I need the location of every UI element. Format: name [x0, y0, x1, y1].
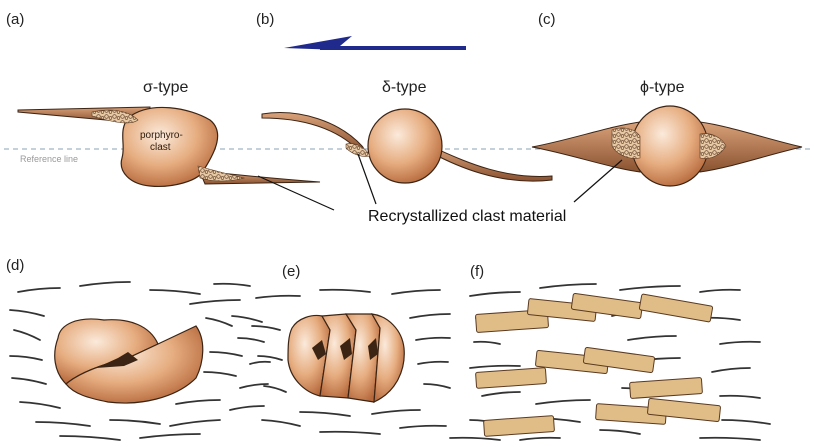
delta-porphyroclast — [368, 109, 442, 183]
phi-type-label: ϕ-type — [640, 79, 685, 96]
panel-label-b: (b) — [256, 11, 274, 28]
foliation-stroke — [720, 342, 760, 344]
foliation-stroke — [320, 432, 380, 434]
foliation-stroke — [12, 378, 46, 384]
callout-line-phi — [574, 160, 622, 202]
tiled-laths-f — [475, 293, 720, 436]
foliation-stroke — [206, 318, 232, 326]
foliation-stroke — [214, 284, 250, 286]
foliation-stroke — [36, 422, 90, 426]
foliation-stroke — [536, 400, 590, 404]
foliation-stroke — [80, 282, 130, 286]
foliation-stroke — [10, 356, 42, 360]
foliation-stroke — [474, 342, 500, 344]
panel-label-d: (d) — [6, 257, 24, 274]
foliation-stroke — [264, 386, 286, 392]
foliation-stroke — [600, 430, 640, 434]
callout-label: Recrystallized clast material — [368, 208, 566, 225]
delta-clast — [262, 109, 552, 183]
foliation-stroke — [232, 316, 262, 322]
panel-label-a: (a) — [6, 11, 24, 28]
foliation-stroke — [262, 420, 300, 426]
foliation-stroke — [450, 438, 500, 440]
sigma-clast: porphyro- clast — [18, 107, 320, 186]
foliation-stroke — [10, 310, 44, 316]
foliation-stroke — [720, 396, 760, 398]
foliation-stroke — [410, 314, 450, 318]
foliation-stroke — [256, 296, 300, 298]
foliation-stroke — [392, 290, 440, 294]
foliation-stroke — [722, 420, 770, 424]
reference-line-label: Reference line — [20, 154, 78, 164]
foliation-stroke — [170, 420, 220, 426]
panel-label-e: (e) — [282, 263, 300, 280]
lath — [639, 294, 713, 322]
foliation-stroke — [372, 410, 420, 414]
foliation-stroke — [700, 290, 740, 292]
foliation-stroke — [520, 438, 560, 440]
foliation-stroke — [176, 400, 220, 404]
delta-type-label: δ-type — [382, 79, 427, 96]
foliation-stroke — [210, 352, 242, 356]
domino-clast-e — [288, 314, 404, 402]
foliation-stroke — [418, 362, 448, 364]
shear-sense-arrow — [284, 36, 466, 50]
foliation-stroke — [18, 288, 60, 292]
foliation-stroke — [20, 402, 60, 408]
foliation-stroke — [628, 336, 676, 340]
foliation-stroke — [150, 290, 200, 294]
foliation-stroke — [238, 338, 264, 342]
phi-clast — [532, 106, 802, 186]
foliation-stroke — [252, 326, 280, 330]
foliation-stroke — [230, 406, 264, 410]
foliation-stroke — [258, 356, 282, 360]
panel-label-c: (c) — [538, 11, 556, 28]
foliation-stroke — [424, 384, 450, 388]
porphyroclast-label-line1: porphyro- — [140, 130, 183, 141]
foliation-stroke — [190, 300, 240, 304]
foliation-stroke — [620, 286, 680, 290]
sigma-grains-right — [198, 166, 244, 181]
foliation-stroke — [204, 372, 236, 376]
foliation-stroke — [320, 290, 370, 292]
foliation-stroke — [140, 434, 200, 438]
foliation-stroke — [250, 362, 270, 364]
foliation-stroke — [416, 338, 450, 340]
foliation-stroke — [470, 292, 520, 296]
foliation-stroke — [540, 284, 596, 288]
delta-tail-right — [430, 146, 552, 181]
sigma-type-label: σ-type — [143, 79, 189, 96]
foliation-stroke — [14, 330, 40, 340]
foliation-stroke — [60, 436, 120, 440]
lath — [484, 416, 555, 437]
foliation-stroke — [712, 368, 750, 372]
phi-porphyroclast — [632, 106, 708, 186]
lath — [476, 368, 547, 389]
fractured-clast-d — [55, 319, 203, 403]
foliation-stroke — [700, 438, 760, 440]
foliation-stroke — [482, 392, 520, 396]
recrystallized-callout: Recrystallized clast material — [258, 154, 622, 225]
porphyroclast-label-line2: clast — [150, 142, 171, 153]
foliation-stroke — [470, 366, 520, 368]
foliation-stroke — [400, 426, 446, 428]
foliation-stroke — [300, 412, 350, 416]
panel-label-f: (f) — [470, 263, 484, 280]
foliation-stroke — [110, 420, 160, 424]
lath — [630, 378, 703, 399]
